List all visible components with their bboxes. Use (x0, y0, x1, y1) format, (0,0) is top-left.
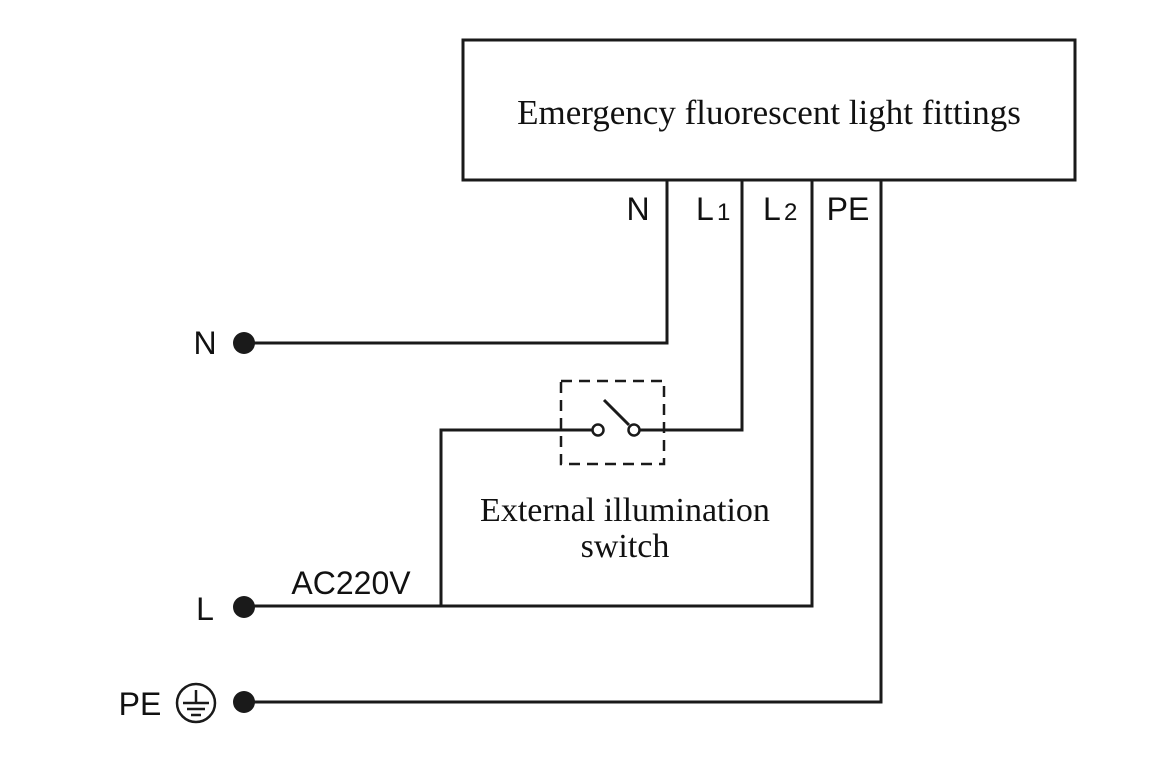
neutral-wire (244, 180, 669, 345)
l-to-switch-wire (439, 428, 598, 606)
switch-icon (591, 398, 641, 437)
l-terminal-dot (233, 596, 255, 618)
supply-pe-label: PE (119, 686, 162, 722)
n-terminal-dot (233, 332, 255, 354)
svg-text:2: 2 (784, 199, 797, 226)
terminal-l2-label: L 2 (763, 191, 797, 227)
supply-l-label: L (196, 591, 214, 627)
svg-text:L: L (763, 191, 781, 227)
switch-to-l1-wire (634, 180, 744, 432)
protective-earth-icon (175, 682, 217, 724)
light-fitting-box (461, 38, 1077, 182)
svg-text:1: 1 (717, 199, 730, 226)
earth-wire (244, 180, 883, 704)
terminal-l1-label: L 1 (696, 191, 730, 227)
terminal-pe-label: PE (827, 191, 870, 227)
switch-label-line2: switch (581, 528, 670, 565)
switch-label-line1: External illumination (480, 492, 770, 529)
supply-n-label: N (193, 325, 216, 361)
terminal-n-label: N (626, 191, 649, 227)
light-fitting-label: Emergency fluorescent light fittings (517, 93, 1021, 132)
pe-terminal-dot (233, 691, 255, 713)
switch-enclosure (559, 379, 666, 466)
svg-text:L: L (696, 191, 714, 227)
live-l2-wire (244, 180, 814, 608)
voltage-label: AC220V (291, 565, 411, 601)
